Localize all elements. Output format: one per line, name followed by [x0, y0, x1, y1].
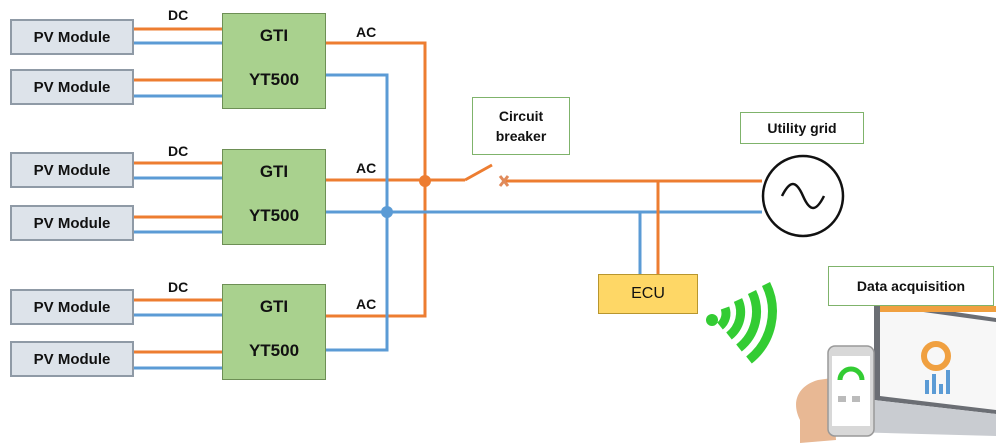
inverter-line1: GTI — [259, 26, 289, 45]
wifi-dot — [706, 314, 718, 326]
dc-label: DC — [168, 279, 189, 295]
breaker-x-icon — [498, 175, 510, 187]
pv-module: PV Module — [10, 205, 134, 241]
inverter-line1: GTI — [259, 162, 289, 181]
ac-source-icon — [761, 154, 845, 238]
utility-grid-label: Utility grid — [740, 112, 864, 144]
data-acquisition-label: Data acquisition — [828, 266, 994, 306]
ac-label: AC — [356, 296, 377, 312]
ac-label: AC — [356, 160, 377, 176]
dc-label: DC — [168, 143, 189, 159]
inverter-gti: GTI YT500 — [222, 284, 326, 380]
inverter-gti: GTI YT500 — [222, 13, 326, 109]
junction-dot — [419, 175, 431, 187]
pv-module: PV Module — [10, 19, 134, 55]
breaker-arm — [464, 163, 493, 182]
wifi-signal-icon — [716, 282, 777, 364]
pv-module: PV Module — [10, 69, 134, 105]
pv-module: PV Module — [10, 152, 134, 188]
inverter-line2: YT500 — [248, 206, 300, 225]
dc-label: DC — [168, 7, 189, 23]
ecu-box: ECU — [598, 274, 698, 314]
smartphone-icon — [796, 345, 875, 443]
laptop-icon — [848, 300, 996, 436]
inverter-line1: GTI — [259, 297, 289, 316]
inverter-line2: YT500 — [248, 341, 300, 360]
pv-module: PV Module — [10, 341, 134, 377]
junction-dot — [381, 206, 393, 218]
circuit-breaker-label: Circuit breaker — [472, 97, 570, 155]
ac-label: AC — [356, 24, 377, 40]
inverter-line2: YT500 — [248, 70, 300, 89]
inverter-gti: GTI YT500 — [222, 149, 326, 245]
pv-module: PV Module — [10, 289, 134, 325]
